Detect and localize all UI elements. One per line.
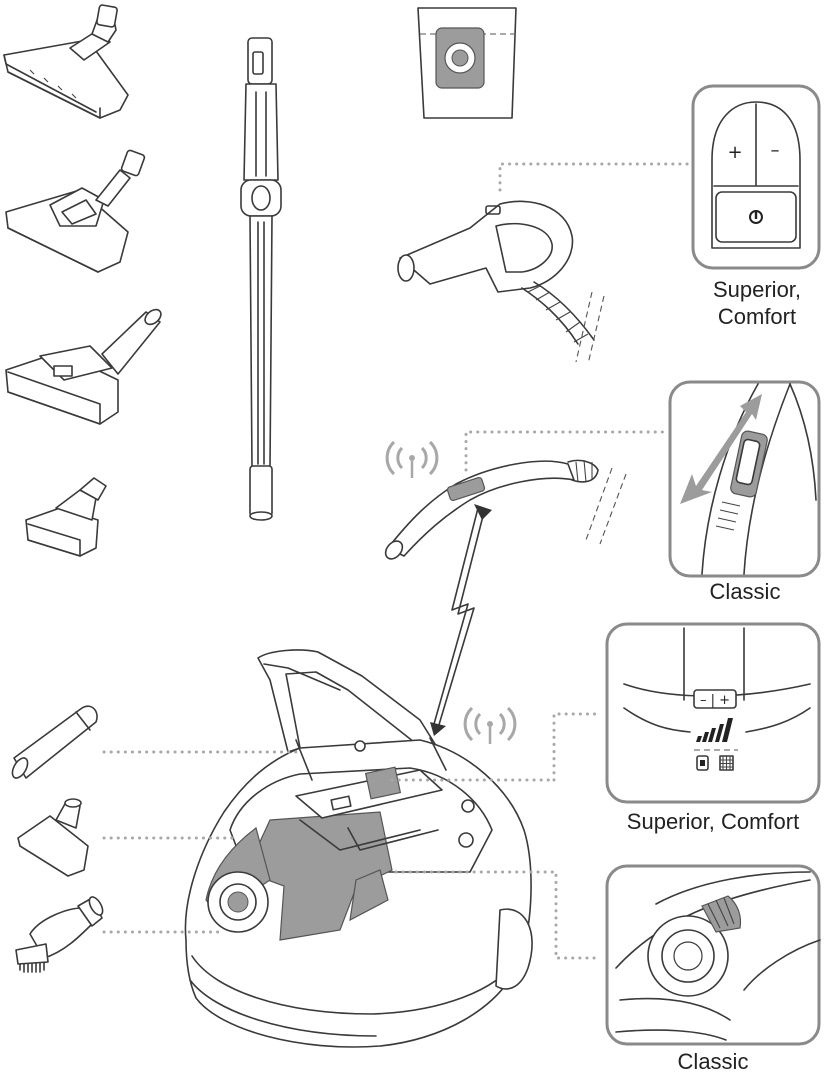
vacuum-cleaner-body-icon	[184, 649, 533, 1048]
detail-body-dial-frame	[605, 864, 821, 1046]
crevice-tool-icon	[11, 705, 98, 779]
detail-handle-slider-frame	[668, 380, 821, 578]
telescopic-tube-icon	[240, 37, 282, 521]
wireless-link-icon	[430, 504, 492, 736]
connector-lines	[102, 162, 692, 960]
caption-classic-dial: Classic	[677, 1049, 749, 1074]
power-icon	[749, 210, 763, 224]
upholstery-nozzle-icon	[17, 798, 89, 877]
filter-indicator-icon	[719, 755, 734, 771]
detail-body-panel-frame: – | +	[605, 622, 821, 804]
floor-nozzle-icon	[3, 4, 129, 119]
panel-minus-plus-icon: – | +	[700, 693, 730, 708]
turbo-nozzle-icon	[5, 308, 162, 425]
minus-icon: –	[771, 140, 780, 161]
dust-bag-icon	[417, 7, 517, 119]
caption-superior-comfort-panel: Superior, Comfort	[626, 809, 800, 834]
caption-superior-comfort-handle: Superior, Comfort	[712, 277, 802, 329]
hard-floor-nozzle-icon	[5, 149, 146, 273]
detail-handle-buttons-frame: + –	[691, 84, 821, 270]
mini-turbo-brush-icon	[25, 477, 107, 557]
wireless-signal-icon	[385, 440, 439, 478]
caption-classic-handle: Classic	[709, 579, 781, 604]
suction-power-indicator-icon	[696, 718, 733, 742]
handle-classic-icon	[384, 459, 627, 560]
handle-superior-comfort-icon	[397, 200, 605, 365]
dusting-brush-icon	[15, 896, 104, 973]
plus-icon: +	[727, 142, 742, 163]
wireless-signal-icon	[463, 706, 517, 744]
